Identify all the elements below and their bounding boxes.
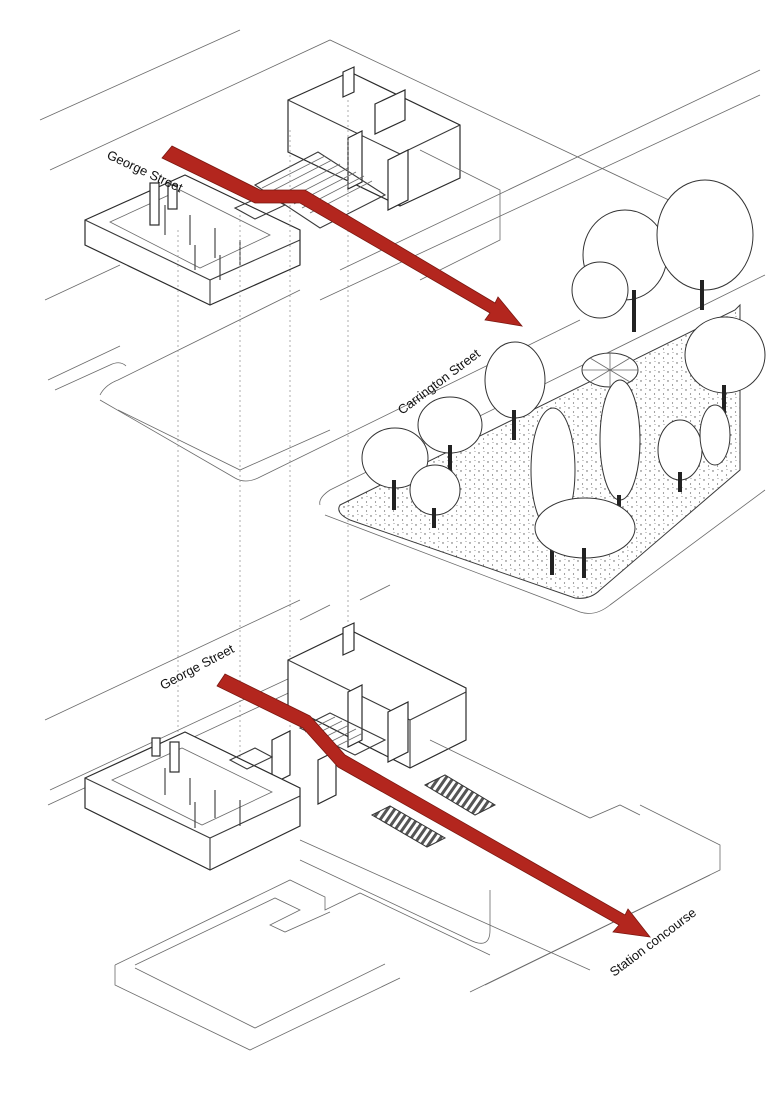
park-trees: [361, 179, 766, 578]
lower-level: George Street Station concourse: [44, 584, 721, 1051]
lower-voids: [370, 774, 497, 848]
lower-escalators: [271, 712, 387, 805]
pavilion-icon: [581, 352, 639, 388]
lower-buildings: [287, 622, 641, 819]
upper-level: George Street: [39, 29, 761, 770]
upper-buildings: [287, 66, 501, 281]
lower-left-block: [84, 731, 301, 871]
projection-lines: [177, 100, 349, 770]
lower-ground-plan: [114, 879, 491, 1051]
park: Carrington Street: [319, 179, 766, 614]
route-arrow-lower: [216, 673, 651, 938]
route-arrow-upper: [161, 145, 523, 327]
upper-street-lines: [39, 29, 761, 482]
